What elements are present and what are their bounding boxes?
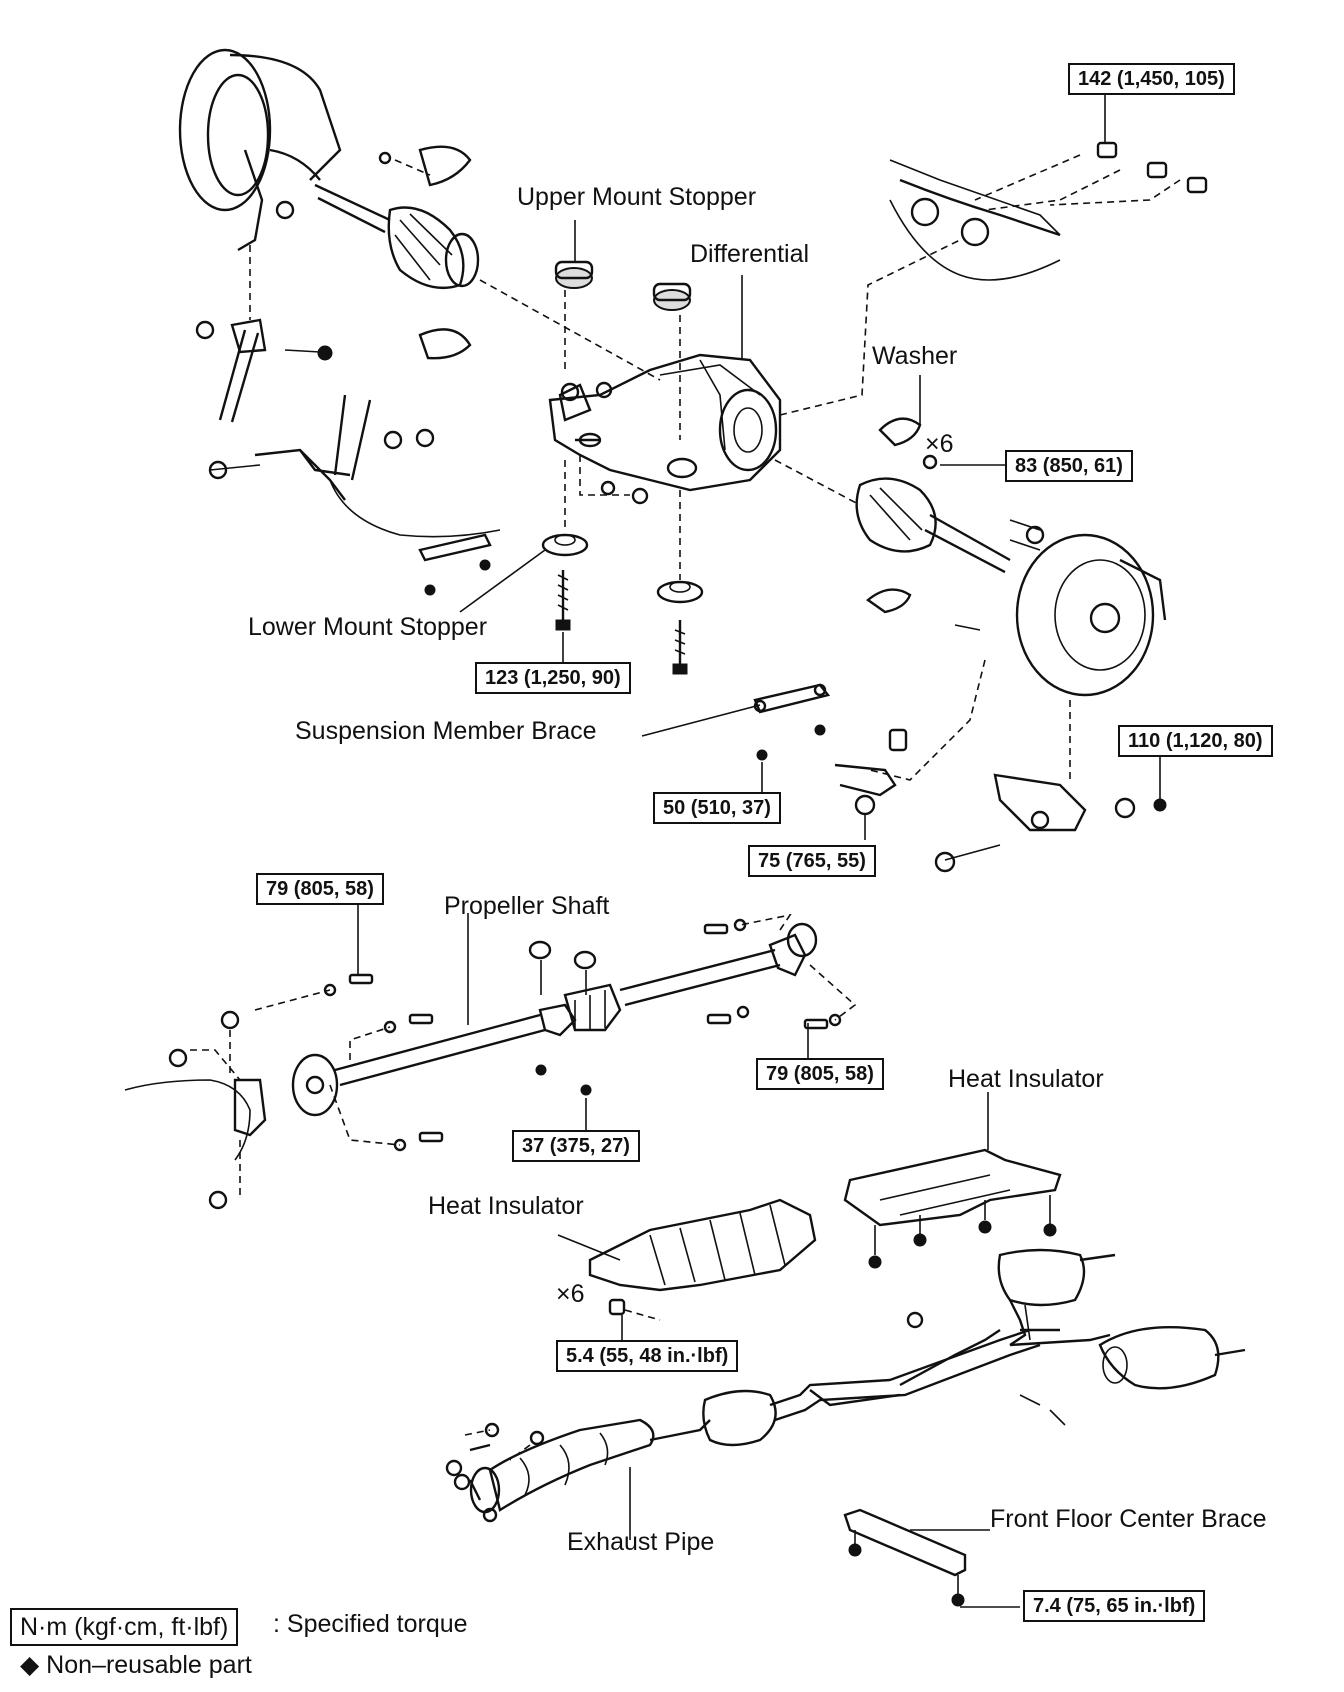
differential-assembly bbox=[418, 239, 961, 675]
torque-box-7-4: 7.4 (75, 65 in.·lbf) bbox=[1023, 1590, 1206, 1622]
differential-label: Differential bbox=[690, 240, 810, 268]
torque-box-75: 75 (765, 55) bbox=[748, 845, 876, 877]
torque-box-5-4: 5.4 (55, 48 in.·lbf) bbox=[556, 1340, 739, 1372]
torque-box-50: 50 (510, 37) bbox=[653, 792, 781, 824]
torque-box-79-left: 79 (805, 58) bbox=[256, 873, 384, 905]
suspension-member-brace-label: Suspension Member Brace bbox=[295, 717, 597, 745]
torque-box-83: 83 (850, 61) bbox=[1005, 450, 1133, 482]
heat-insulator-parts bbox=[588, 1148, 1062, 1321]
suspension-brace-part bbox=[753, 683, 831, 761]
legend-nonreusable: ◆ Non–reusable part bbox=[20, 1651, 252, 1679]
torque-box-123: 123 (1,250, 90) bbox=[475, 662, 631, 694]
propeller-shaft-part bbox=[124, 913, 857, 1210]
propeller-shaft-label: Propeller Shaft bbox=[444, 892, 610, 920]
leader-lines bbox=[357, 95, 1161, 1608]
exhaust-pipe-label: Exhaust Pipe bbox=[567, 1528, 715, 1556]
exhaust-system-part bbox=[445, 1248, 1246, 1523]
torque-box-110: 110 (1,120, 80) bbox=[1118, 725, 1273, 757]
heat-insulator-left-label: Heat Insulator bbox=[428, 1192, 584, 1220]
front-floor-brace-part bbox=[843, 1508, 967, 1607]
lower-mount-stopper-label: Lower Mount Stopper bbox=[248, 613, 488, 641]
front-floor-center-brace-label: Front Floor Center Brace bbox=[990, 1505, 1267, 1533]
torque-box-142: 142 (1,450, 105) bbox=[1068, 63, 1235, 95]
legend-unit-box: N·m (kgf·cm, ft·lbf) bbox=[10, 1608, 239, 1646]
heat-insulator-right-label: Heat Insulator bbox=[948, 1065, 1104, 1093]
upper-mount-stopper-label: Upper Mount Stopper bbox=[517, 183, 757, 211]
washer-label: Washer bbox=[872, 342, 958, 370]
heat-insulator-qty-label: ×6 bbox=[556, 1280, 585, 1308]
left-hub-assembly bbox=[178, 48, 661, 538]
right-hub-assembly bbox=[834, 141, 1208, 873]
legend-unit-description: : Specified torque bbox=[273, 1610, 468, 1638]
washer-qty-label: ×6 bbox=[925, 430, 954, 458]
torque-box-37: 37 (375, 27) bbox=[512, 1130, 640, 1162]
torque-box-79-right: 79 (805, 58) bbox=[756, 1058, 884, 1090]
